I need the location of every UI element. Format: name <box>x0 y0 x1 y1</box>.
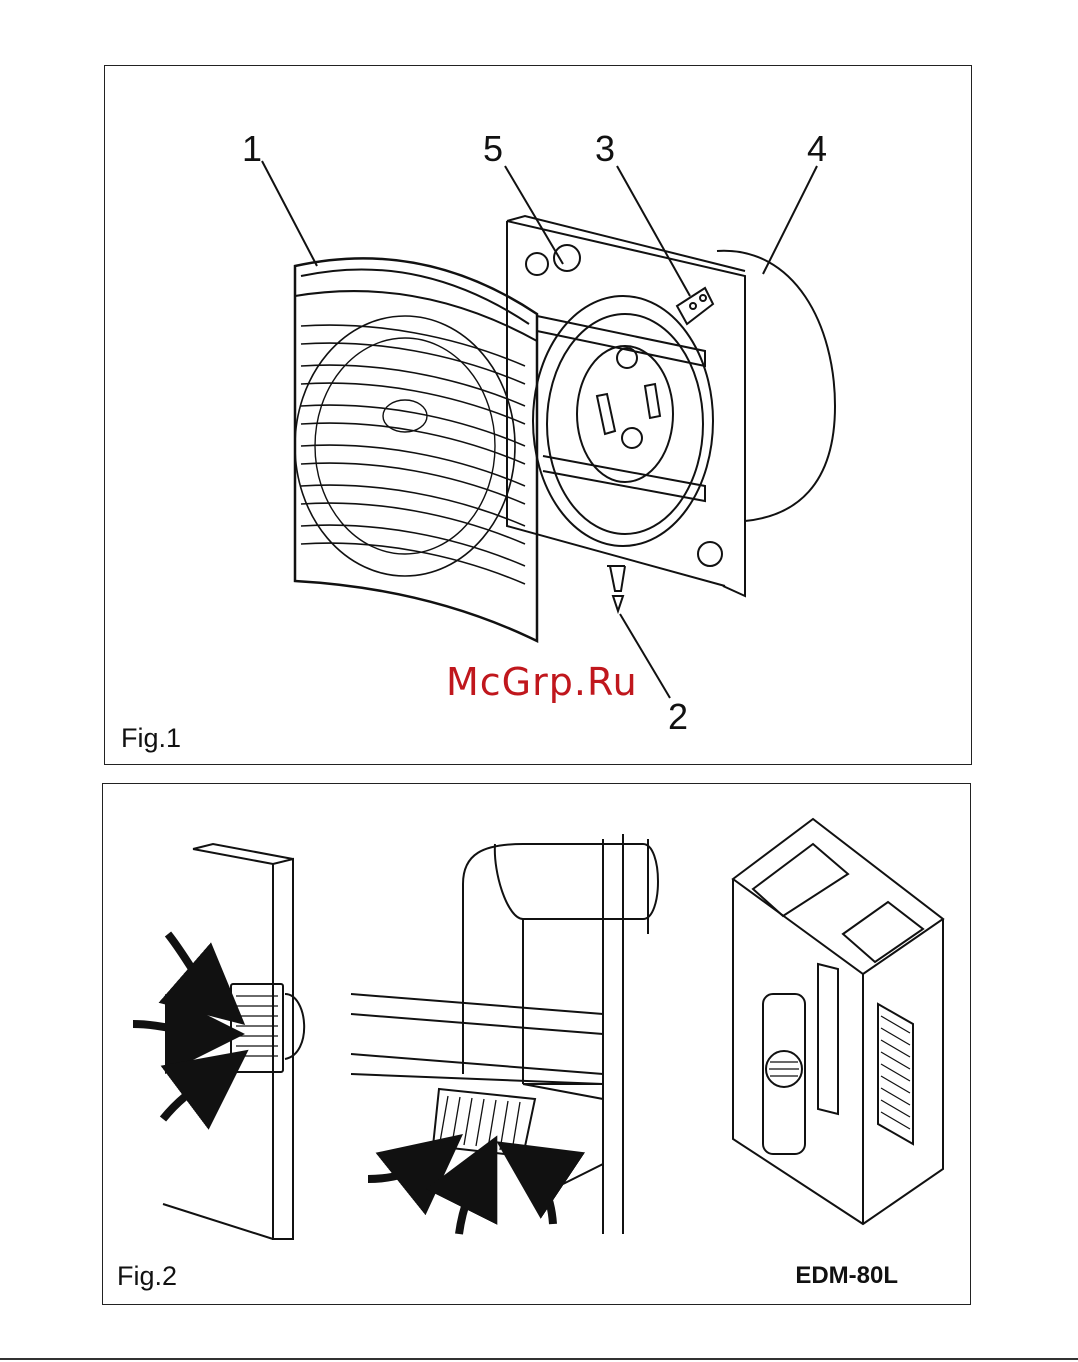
installation-scenarios <box>103 784 972 1306</box>
figure-2-caption: Fig.2 <box>117 1261 177 1292</box>
callout-3: 3 <box>595 128 615 170</box>
callout-1: 1 <box>242 128 262 170</box>
page-bottom-rule <box>0 1358 1078 1360</box>
figure-1-caption: Fig.1 <box>121 723 181 754</box>
callout-2: 2 <box>668 696 688 738</box>
callout-4: 4 <box>807 128 827 170</box>
callout-5: 5 <box>483 128 503 170</box>
figure-2-panel: Fig.2 EDM-80L <box>102 783 971 1305</box>
model-label: EDM-80L <box>795 1262 898 1290</box>
watermark: McGrp.Ru <box>446 660 638 704</box>
